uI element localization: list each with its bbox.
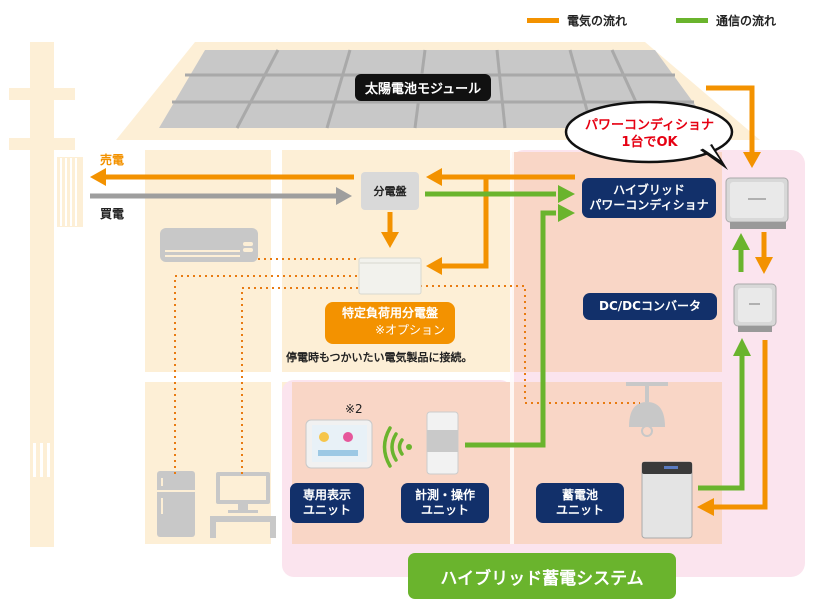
display-unit-tablet [305,419,373,469]
dcdc-converter-label: DC/DCコンバータ [583,293,717,320]
display-unit-label: 専用表示ユニット [290,483,364,523]
pcs-to-dcdc-arrow [755,232,773,274]
television-icon [210,472,276,538]
buy-power-arrow [90,187,352,205]
solar-module-label: 太陽電池モジュール [355,74,492,101]
refrigerator-icon [157,471,195,537]
specific-load-board-label: 特定負荷用分電盤 ※オプション [325,302,455,344]
measurement-unit-label: 計測・操作ユニット [401,483,489,523]
measurement-unit-label-line1: 計測・操作 [414,488,475,502]
specific-load-board-title: 特定負荷用分電盤 [341,306,438,320]
legend-communication: 通信の流れ [676,12,776,29]
board-to-load-arrow [381,212,399,248]
hybrid-pcs-label-line1: ハイブリッド [613,183,685,197]
legend-electricity: 電気の流れ [527,12,627,29]
dcdc-converter-device [733,283,777,332]
buy-power-label: 買電 [100,207,125,221]
ceiling-lamp-icon [626,382,668,437]
specific-load-board-device [358,257,422,295]
measurement-unit-device [426,411,459,475]
hybrid-pcs-device [725,177,789,229]
note-2-marker: ※2 [345,402,363,416]
callout-line2: 1台でOK [621,135,678,150]
wireless-signal-icon [382,426,412,468]
callout-line1: パワーコンディショナ [584,118,715,133]
sell-power-label: 売電 [100,153,125,167]
communication-swatch [676,18,708,23]
solar-to-pcs-arrow [706,85,761,168]
battery-to-dcdc-comm-arrow [698,338,751,491]
air-conditioner-icon [160,228,258,262]
measure-to-pcs-comm-arrow [465,204,575,448]
callout-bubble [564,100,734,170]
battery-unit-label: 蓄電池ユニット [536,483,624,523]
board-to-pcs-comm-arrow [425,185,575,203]
distribution-board-label: 分電盤 [373,185,407,198]
display-unit-label-line1: 専用表示 [302,488,351,502]
hybrid-pcs-label: ハイブリッドパワーコンディショナ [582,178,716,218]
system-name-badge: ハイブリッド蓄電システム [408,553,676,599]
dcdc-to-battery-arrow [697,340,768,516]
battery-unit-device [641,461,693,539]
utility-pole-icon [9,42,83,547]
electricity-swatch [527,18,559,23]
battery-unit-label-line1: 蓄電池 [561,488,598,502]
display-unit-label-line2: ユニット [302,503,351,517]
option-note: ※オプション [374,323,445,337]
legend-electricity-label: 電気の流れ [567,14,628,28]
outage-note: 停電時もつかいたい電気製品に接続。 [286,351,473,364]
pcs-to-board-arrow [426,168,575,275]
legend-communication-label: 通信の流れ [716,14,777,28]
hybrid-pcs-label-line2: パワーコンディショナ [589,198,709,212]
distribution-board [361,172,419,210]
battery-unit-label-line2: ユニット [555,503,604,517]
measurement-unit-label-line2: ユニット [420,503,469,517]
sell-power-arrow [90,168,354,186]
dcdc-to-pcs-comm-arrow [732,233,750,272]
